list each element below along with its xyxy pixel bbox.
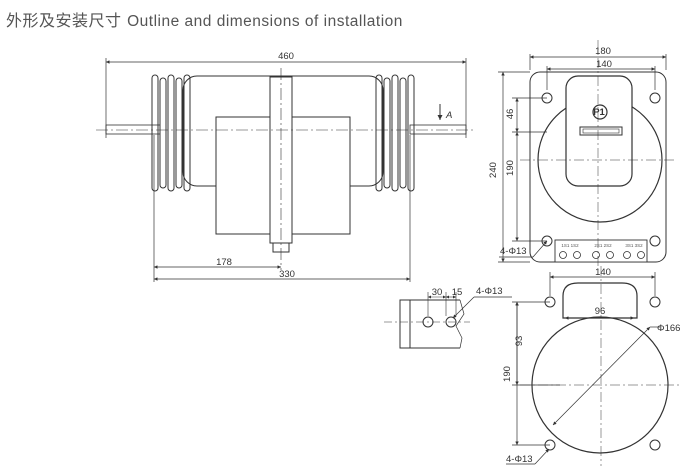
dim-140-label: 140 — [596, 59, 612, 70]
base-view — [506, 266, 680, 466]
dim-15-label: 15 — [452, 287, 463, 298]
dim-46-label: 46 — [505, 109, 516, 120]
dim-190-label: 190 — [505, 160, 516, 176]
dim-diameter-label: Φ166 — [657, 323, 680, 334]
title-cn: 外形及安装尺寸 — [6, 11, 122, 30]
terminal-label-2: 2S1 2S2 — [594, 243, 612, 248]
front-holes-label: 4-Φ13 — [500, 246, 527, 257]
dim-240-label: 240 — [488, 162, 499, 178]
dim-93-label: 93 — [514, 336, 525, 347]
terminal-label-1: 1S1 1S2 — [561, 243, 579, 248]
p1-label: P1 — [593, 107, 605, 118]
section-a-label: A — [445, 110, 452, 121]
front-view — [498, 40, 675, 270]
base-dim-190-label: 190 — [502, 366, 513, 382]
detail-view — [384, 292, 512, 349]
dim-460-label: 460 — [278, 51, 294, 62]
base-holes-label: 4-Φ13 — [506, 454, 533, 465]
dim-330-label: 330 — [279, 269, 295, 280]
dim-178-label: 178 — [216, 257, 232, 268]
terminal-label-3: 3S1 3S2 — [625, 243, 643, 248]
dim-96-label: 96 — [595, 306, 606, 317]
dim-30-label: 30 — [432, 287, 443, 298]
title-en: Outline and dimensions of installation — [127, 13, 403, 30]
side-view — [96, 58, 476, 282]
base-dim-140-label: 140 — [595, 267, 611, 278]
dim-180-label: 180 — [595, 46, 611, 57]
page-title: 外形及安装尺寸 Outline and dimensions of instal… — [6, 7, 403, 31]
detail-holes-label: 4-Φ13 — [476, 286, 503, 297]
